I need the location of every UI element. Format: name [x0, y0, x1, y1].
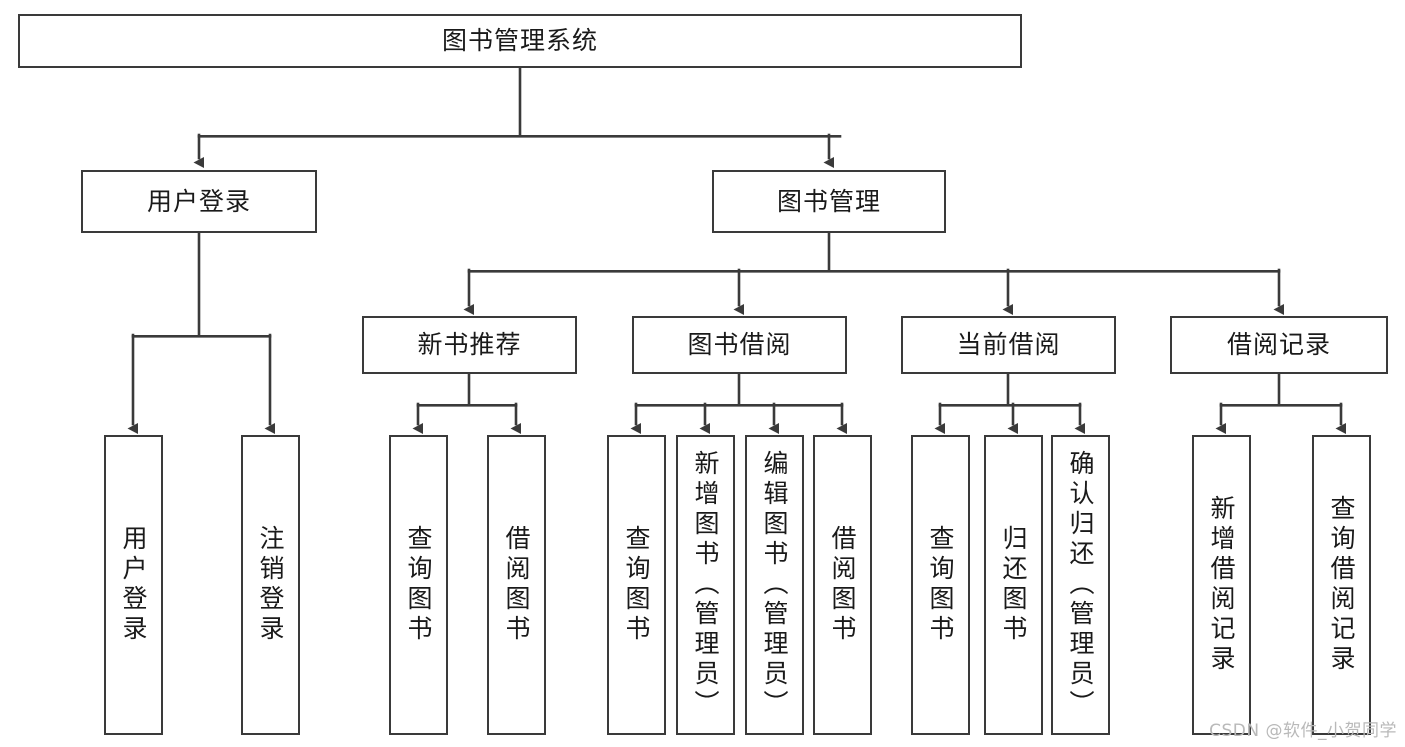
node-user-login-label: 用户登录 — [146, 186, 251, 216]
node-book-manage-label: 图书管理 — [776, 186, 881, 216]
node-query-book-3[interactable]: 查询图书 — [911, 435, 970, 735]
node-book-manage[interactable]: 图书管理 — [712, 170, 946, 233]
node-add-book-admin-label: 新增图书（管理员） — [691, 450, 720, 720]
node-edit-book-admin[interactable]: 编辑图书（管理员） — [745, 435, 804, 735]
node-query-borrow-record[interactable]: 查询借阅记录 — [1312, 435, 1371, 735]
node-book-borrow-label: 图书借阅 — [687, 330, 792, 360]
node-borrow-book-1-label: 借阅图书 — [502, 525, 531, 645]
node-book-borrow[interactable]: 图书借阅 — [632, 316, 847, 374]
node-current-borrow-label: 当前借阅 — [956, 330, 1061, 360]
node-confirm-return-admin[interactable]: 确认归还（管理员） — [1051, 435, 1110, 735]
node-borrow-book-2[interactable]: 借阅图书 — [813, 435, 872, 735]
node-query-book-1[interactable]: 查询图书 — [389, 435, 448, 735]
node-add-borrow-record-label: 新增借阅记录 — [1207, 495, 1236, 675]
node-current-borrow[interactable]: 当前借阅 — [901, 316, 1116, 374]
node-edit-book-admin-label: 编辑图书（管理员） — [760, 450, 789, 720]
node-new-book-recommend-label: 新书推荐 — [417, 330, 522, 360]
node-query-book-2-label: 查询图书 — [622, 525, 651, 645]
node-root-label: 图书管理系统 — [441, 26, 598, 56]
node-user-login-do[interactable]: 用户登录 — [104, 435, 163, 735]
node-query-book-1-label: 查询图书 — [404, 525, 433, 645]
node-borrow-record[interactable]: 借阅记录 — [1170, 316, 1388, 374]
node-borrow-book-1[interactable]: 借阅图书 — [487, 435, 546, 735]
node-user-login-do-label: 用户登录 — [119, 525, 148, 645]
node-user-logout-label: 注销登录 — [256, 525, 285, 645]
watermark-text: CSDN @软件_小贺同学 — [1209, 721, 1397, 741]
node-add-book-admin[interactable]: 新增图书（管理员） — [676, 435, 735, 735]
node-root[interactable]: 图书管理系统 — [18, 14, 1022, 68]
node-add-borrow-record[interactable]: 新增借阅记录 — [1192, 435, 1251, 735]
node-query-book-3-label: 查询图书 — [926, 525, 955, 645]
node-confirm-return-admin-label: 确认归还（管理员） — [1066, 450, 1095, 720]
node-query-borrow-record-label: 查询借阅记录 — [1327, 495, 1356, 675]
node-return-book[interactable]: 归还图书 — [984, 435, 1043, 735]
node-user-login[interactable]: 用户登录 — [81, 170, 317, 233]
node-borrow-book-2-label: 借阅图书 — [828, 525, 857, 645]
node-borrow-record-label: 借阅记录 — [1226, 330, 1331, 360]
node-user-logout[interactable]: 注销登录 — [241, 435, 300, 735]
node-new-book-recommend[interactable]: 新书推荐 — [362, 316, 577, 374]
node-return-book-label: 归还图书 — [999, 525, 1028, 645]
node-query-book-2[interactable]: 查询图书 — [607, 435, 666, 735]
